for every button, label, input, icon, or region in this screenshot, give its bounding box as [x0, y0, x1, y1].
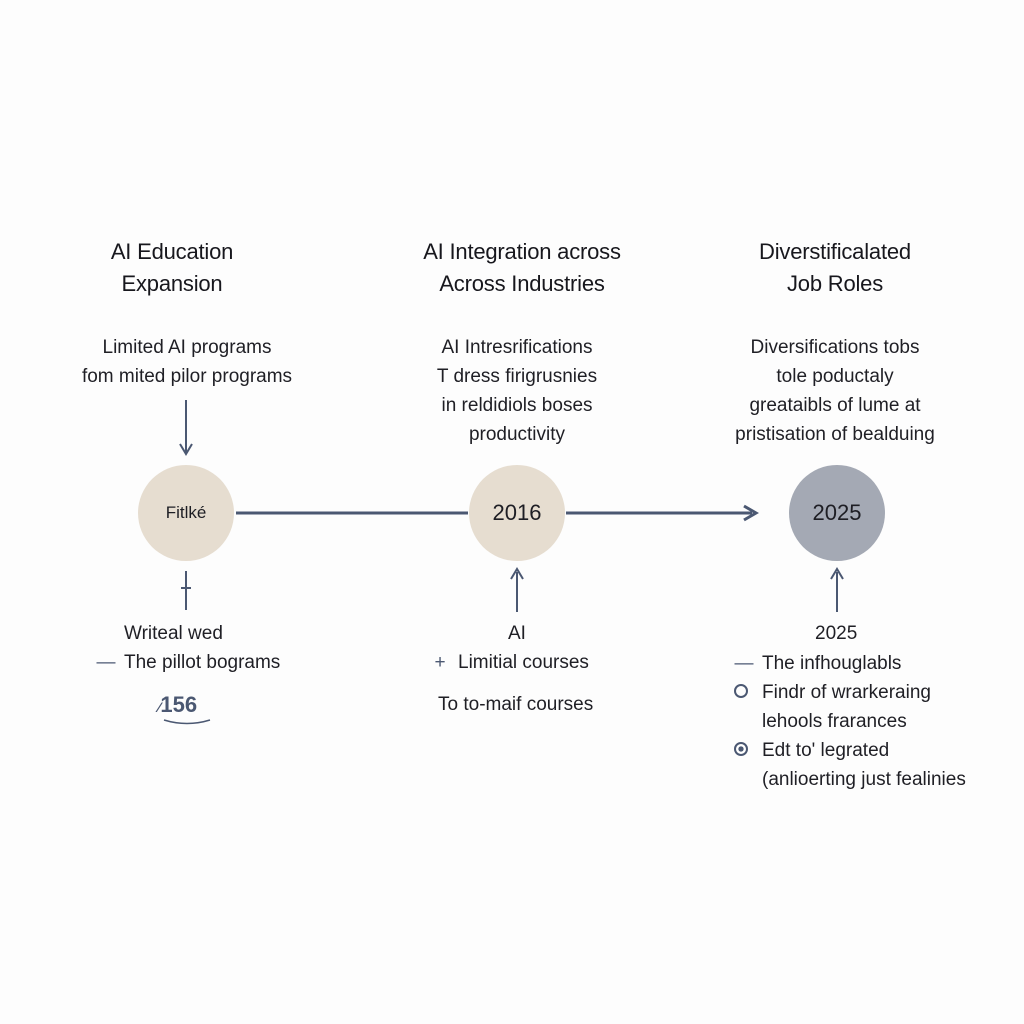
- col1-desc-line1: Limited AI programs: [102, 337, 272, 358]
- col2-title-line1: AI Integration across: [423, 239, 621, 264]
- timeline-arrowhead: [743, 504, 759, 522]
- ring-icon: [734, 678, 754, 698]
- timeline-node-1: Fitlké: [138, 465, 234, 561]
- col3-up-arrowhead: [830, 567, 844, 580]
- col1-footnote: ⁄156: [158, 692, 197, 718]
- col2-desc-line4: productivity: [468, 424, 566, 445]
- col2-up-arrowhead: [510, 567, 524, 580]
- col1-footnote-text: 156: [160, 692, 198, 717]
- col1-lower: Writeal wed — The pillot bograms: [96, 619, 316, 677]
- target-icon: [734, 736, 754, 756]
- col3-lower-item-1: — The infhouglabls: [734, 649, 974, 678]
- col1-down-arrowhead: [179, 443, 193, 456]
- col1-lower-item: — The pillot bograms: [96, 648, 316, 677]
- col3-lower-heading: 2025: [815, 623, 858, 644]
- col2-desc-line1: AI Intresrifications: [441, 337, 593, 358]
- dash-icon: —: [734, 653, 754, 674]
- col1-desc-line2: fom mited pilor programs: [81, 366, 293, 387]
- col2-lower-heading: AI: [508, 623, 526, 644]
- node-2-label: 2016: [492, 500, 542, 525]
- node-1-label: Fitlké: [165, 503, 207, 522]
- col3-title-line1: Diverstificalated: [759, 239, 911, 264]
- col3-description: Diversifications tobs tole poductaly gre…: [705, 333, 965, 449]
- col3-title-line2: Job Roles: [786, 271, 884, 296]
- col1-footnote-underline: [163, 719, 211, 725]
- col1-title: AI Education Expansion: [52, 236, 292, 300]
- col3-desc-line3: greataibls of lume at: [749, 395, 921, 416]
- col3-desc-line4: pristisation of bealduing: [735, 424, 935, 445]
- slash-icon: ⁄: [158, 699, 161, 715]
- col2-title: AI Integration across Across Industries: [382, 236, 662, 300]
- col2-lower: AI + Limitial courses: [430, 619, 650, 677]
- col2-lower-item-text: Limitial courses: [458, 652, 589, 673]
- timeline-node-2025: 2025: [789, 465, 885, 561]
- timeline-node-2016: 2016: [469, 465, 565, 561]
- col1-title-line1: AI Education: [110, 239, 234, 264]
- col3-lower-item-3-text: Edt to' legrated (anlioerting just feali…: [762, 740, 966, 790]
- node-3-label: 2025: [812, 500, 862, 525]
- col3-lower-item-1-text: The infhouglabls: [762, 653, 902, 674]
- col3-lower-list: — The infhouglabls Findr of wrarkeraing …: [734, 649, 974, 794]
- col2-lower-item: + Limitial courses: [430, 648, 650, 677]
- col3-title: Diverstificalated Job Roles: [715, 236, 955, 300]
- dash-icon: —: [96, 652, 116, 673]
- col3-lower-item-2-text: Findr of wrarkeraing lehools frarances: [762, 682, 931, 732]
- col2-title-line2: Across Industries: [439, 271, 605, 296]
- col3-desc-line1: Diversifications tobs: [750, 337, 920, 358]
- col3-lower-item-2: Findr of wrarkeraing lehools frarances: [734, 678, 974, 736]
- col1-title-line2: Expansion: [121, 271, 223, 296]
- plus-icon: +: [434, 652, 446, 673]
- col2-desc-line3: in reldidiols boses: [441, 395, 593, 416]
- col2-lower-extra: To to-maif courses: [438, 694, 594, 715]
- col2-description: AI Intresrifications T dress firigrusnie…: [382, 333, 652, 449]
- col1-lower-item-text: The pillot bograms: [124, 652, 281, 673]
- col3-desc-line2: tole poductaly: [776, 366, 894, 387]
- col2-desc-line2: T dress firigrusnies: [436, 366, 598, 387]
- col1-lower-heading: Writeal wed: [124, 623, 223, 644]
- col1-description: Limited AI programs fom mited pilor prog…: [52, 333, 322, 391]
- col3-lower-item-3: Edt to' legrated (anlioerting just feali…: [734, 736, 974, 794]
